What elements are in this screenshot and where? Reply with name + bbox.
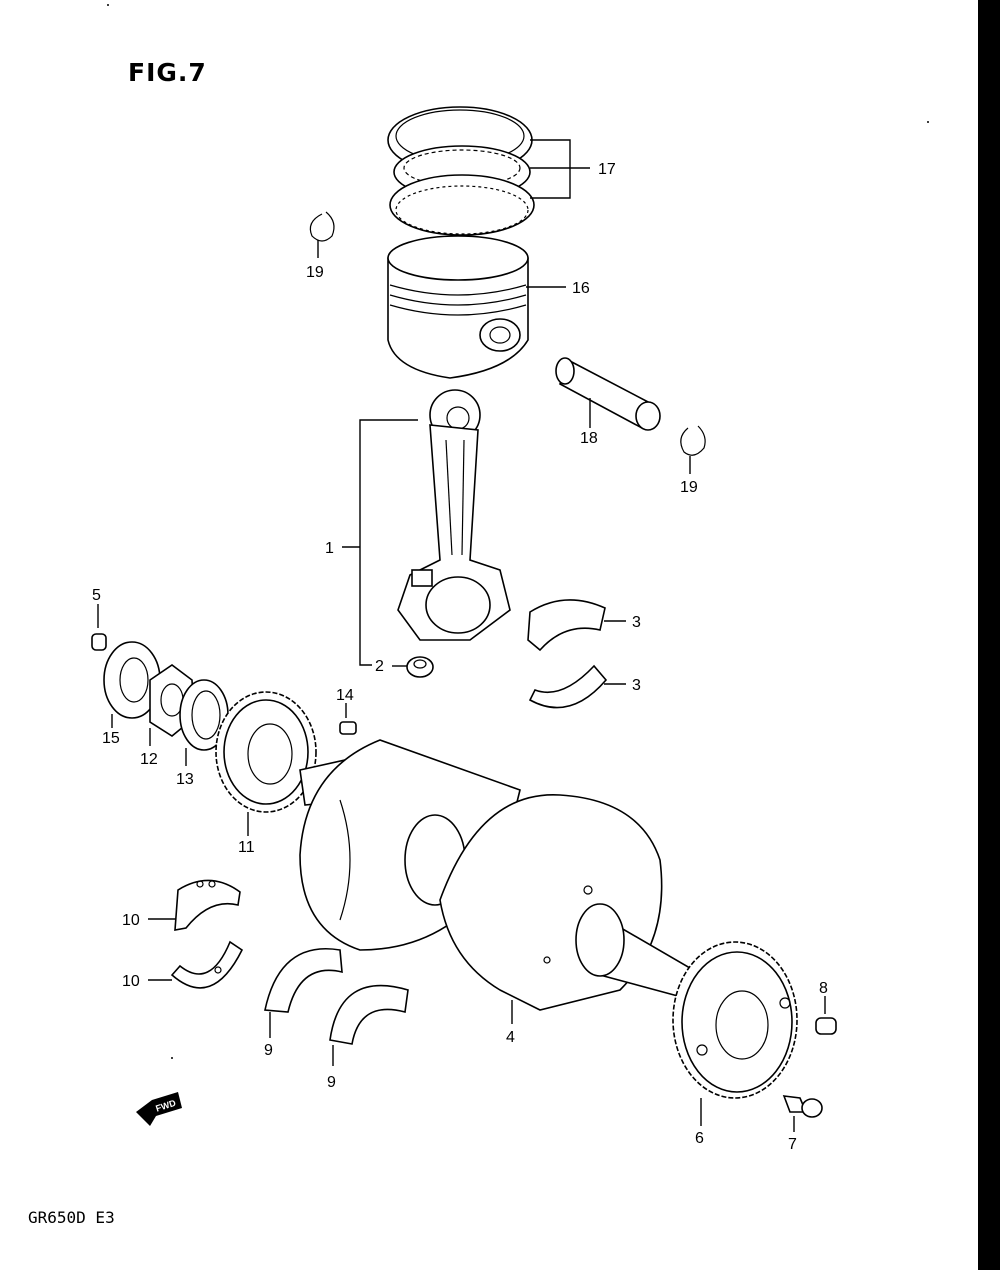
page-edge-bar — [978, 0, 1000, 1270]
callout-8: 8 — [819, 980, 828, 997]
callout-6: 6 — [695, 1130, 704, 1147]
figure-title: FIG.7 — [128, 58, 207, 87]
callout-10-lower: 10 — [122, 973, 140, 990]
thrust-washer-right — [329, 984, 409, 1045]
connecting-rod — [397, 389, 511, 641]
rod-nut — [406, 656, 434, 678]
crankshaft — [299, 739, 702, 1011]
main-bearing-lower — [170, 940, 244, 989]
piston-rings — [387, 106, 535, 236]
gear-11 — [215, 691, 317, 813]
callout-10-upper: 10 — [122, 912, 140, 929]
callout-19-right: 19 — [680, 479, 698, 496]
circlip-left — [309, 211, 335, 242]
thrust-washer-left — [264, 948, 343, 1013]
callout-2: 2 — [375, 658, 384, 675]
callout-16: 16 — [572, 280, 590, 297]
rod-bearing-upper — [527, 599, 606, 652]
rod-bearing-lower — [528, 664, 608, 709]
circlip-right — [680, 425, 706, 456]
fwd-arrow-icon: FWD — [136, 1092, 182, 1126]
callout-18: 18 — [580, 430, 598, 447]
callout-1: 1 — [325, 540, 334, 557]
main-bearing-upper — [174, 879, 241, 931]
callout-9-left: 9 — [264, 1042, 273, 1059]
dowel-pin-5 — [91, 633, 107, 651]
gear-6 — [672, 941, 798, 1099]
callout-11: 11 — [238, 839, 255, 856]
callout-9-right: 9 — [327, 1074, 336, 1091]
scan-speck — [171, 1057, 173, 1059]
callout-19-left: 19 — [306, 264, 324, 281]
callout-17: 17 — [598, 161, 616, 178]
key-14 — [339, 721, 357, 735]
callout-3-upper: 3 — [632, 614, 641, 631]
callout-15: 15 — [102, 730, 120, 747]
callout-14: 14 — [336, 687, 354, 704]
scan-speck — [927, 121, 929, 123]
callout-3-lower: 3 — [632, 677, 641, 694]
piston — [387, 235, 529, 379]
callout-5: 5 — [92, 587, 101, 604]
callout-7: 7 — [788, 1136, 797, 1153]
piston-pin — [555, 357, 661, 431]
bolt-7 — [782, 1095, 823, 1118]
callout-4: 4 — [506, 1029, 515, 1046]
callout-13: 13 — [176, 771, 194, 788]
scan-speck — [107, 4, 109, 6]
model-code: GR650D E3 — [28, 1208, 115, 1227]
dowel-pin-8 — [815, 1017, 837, 1035]
callout-12: 12 — [140, 751, 158, 768]
